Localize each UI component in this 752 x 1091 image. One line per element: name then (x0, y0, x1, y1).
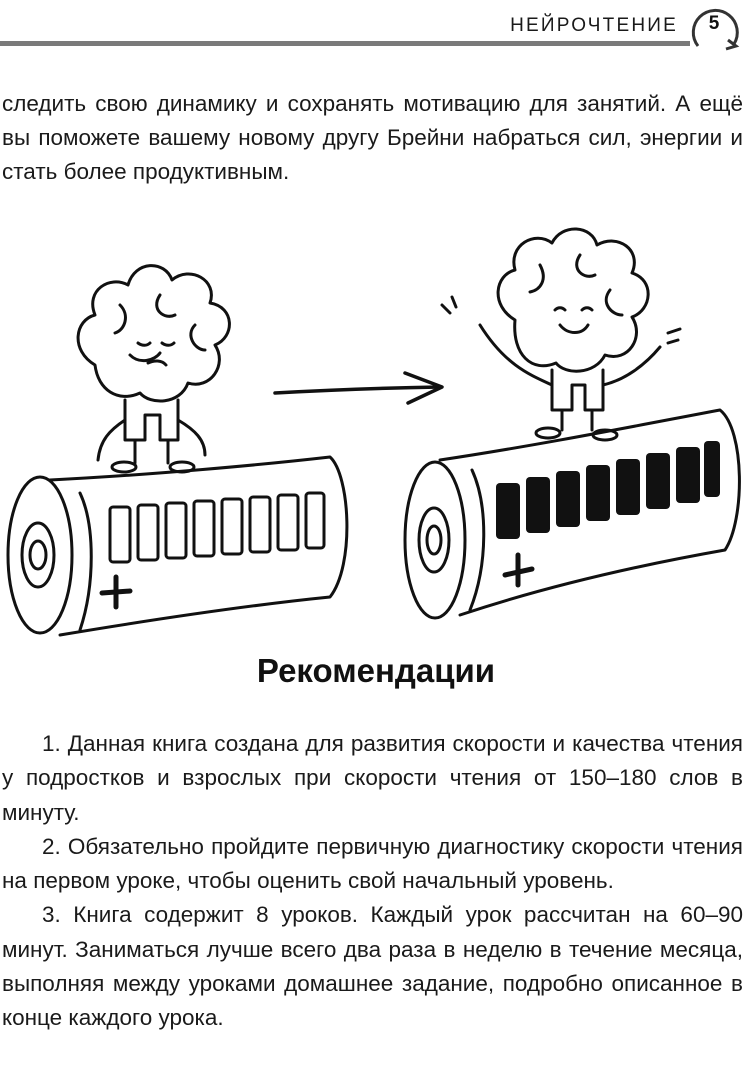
page-number: 5 (708, 13, 720, 34)
recommendations-list: 1. Данная книга создана для развития ско… (2, 727, 743, 1036)
intro-paragraph: следить свою динамику и сохранять мотива… (2, 91, 743, 184)
recommendation-item: 1. Данная книга создана для развития ско… (2, 731, 743, 825)
tired-brain-icon (76, 264, 231, 474)
section-title: НЕЙРОЧТЕНИЕ (510, 15, 678, 36)
recommendation-item: 2. Обязательно пройдите первичную диагно… (2, 833, 743, 894)
recommendations-heading: Рекомендации (256, 652, 496, 689)
header-rule (0, 41, 690, 46)
recommendation-item: 3. Книга содержит 8 уроков. Каждый урок … (2, 902, 743, 1031)
empty-battery-icon (6, 455, 349, 637)
battery-charge-bars (496, 441, 720, 539)
brain-battery-illustration (6, 227, 741, 637)
arrow-right-icon (273, 371, 444, 405)
full-battery-icon (403, 408, 741, 620)
page-number-ring-icon (691, 8, 740, 51)
happy-brain-icon (440, 227, 682, 442)
